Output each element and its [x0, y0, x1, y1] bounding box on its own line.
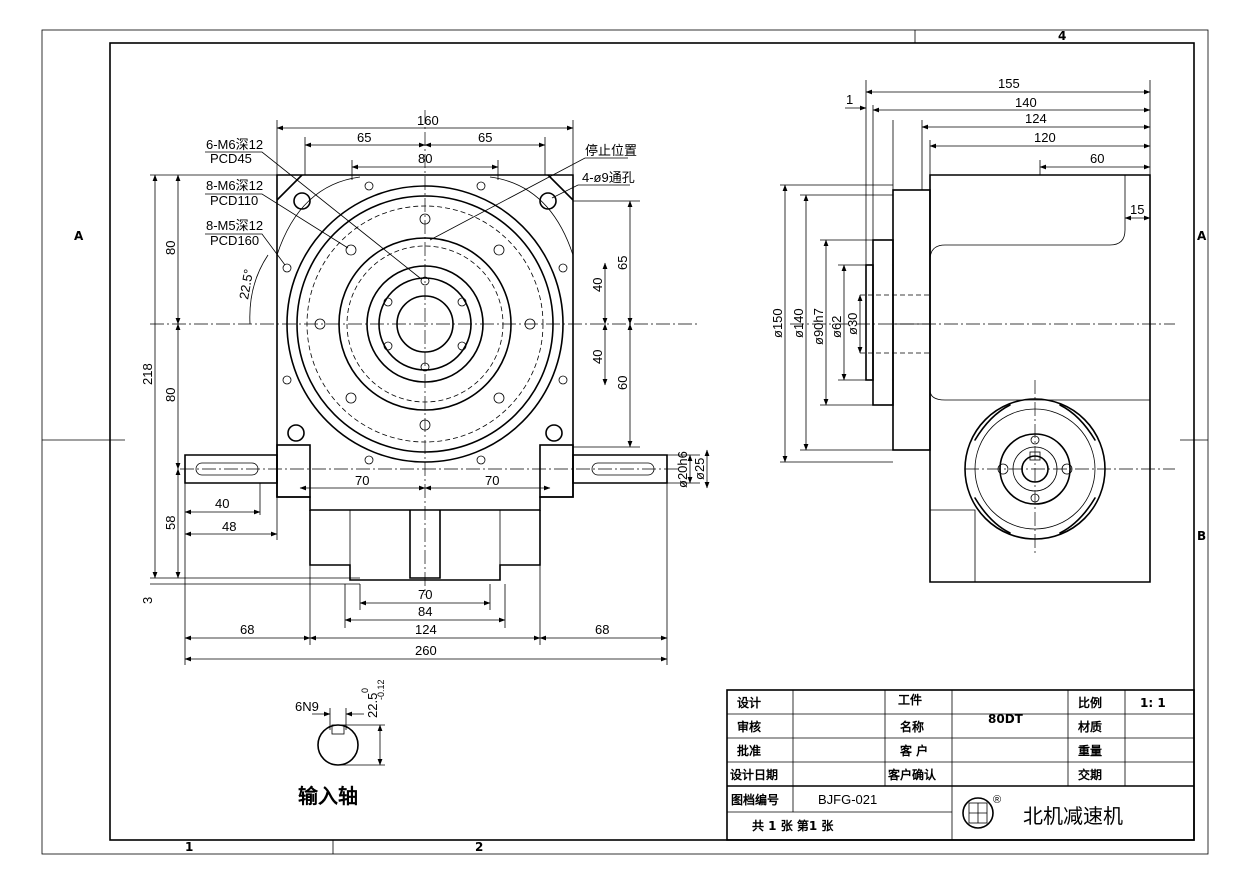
- tb-sheets: 共 1 张 第1 张: [752, 818, 834, 833]
- label-pcd110: PCD110: [210, 193, 258, 208]
- tb-model: 80DT: [988, 712, 1024, 726]
- tb-material: 材质: [1077, 719, 1102, 734]
- dim-218: 218: [140, 363, 155, 385]
- dim-120: 120: [1034, 130, 1056, 145]
- zone-label-top-4: 4: [1058, 29, 1066, 43]
- keyway-depth: 22.5: [365, 693, 380, 718]
- dim-260: 260: [415, 643, 437, 658]
- dim-o62: ø62: [829, 316, 844, 338]
- zone-label-bottom-1: 1: [185, 840, 193, 854]
- keyway-detail: 6N9 22.5 0 -0.12 输入轴: [295, 679, 386, 808]
- tb-drawing-no: BJFG-021: [818, 792, 877, 807]
- dim-o140: ø140: [791, 308, 806, 338]
- tb-customer: 客 户: [899, 743, 928, 758]
- dim-70-bottom: 70: [418, 587, 432, 602]
- side-view: 155 1 140 124 120 60 15 ø150 ø140 ø90h7 …: [770, 76, 1175, 583]
- keyway-tol-lower: -0.12: [376, 679, 386, 700]
- dim-o90h7: ø90h7: [811, 308, 826, 345]
- zone-label-right-b: B: [1197, 529, 1206, 543]
- keyway-tol-upper: 0: [360, 688, 370, 693]
- dim-68-right: 68: [595, 622, 609, 637]
- dim-15: 15: [1130, 202, 1144, 217]
- dim-3: 3: [140, 597, 155, 604]
- dim-155: 155: [998, 76, 1020, 91]
- company-name: 北机减速机: [1023, 804, 1123, 828]
- zone-label-right-a: A: [1197, 229, 1207, 243]
- dim-80-lower: 80: [163, 388, 178, 402]
- dim-o25: ø25: [692, 458, 707, 480]
- label-thru-holes: 4-ø9通孔: [582, 170, 635, 185]
- tb-design-date: 设计日期: [730, 767, 778, 782]
- tb-scale-label: 比例: [1078, 695, 1102, 710]
- dim-124-bottom: 124: [415, 622, 437, 637]
- dim-65-right-vertical: 65: [615, 256, 630, 270]
- tb-design: 设计: [737, 695, 761, 710]
- label-pcd45: PCD45: [210, 151, 252, 166]
- angle-22-5: 22.5°: [236, 268, 256, 301]
- tb-name-label: 名称: [900, 719, 924, 734]
- dim-70-left: 70: [355, 473, 369, 488]
- dim-o150: ø150: [770, 308, 785, 338]
- zone-label-left-a: A: [74, 229, 84, 243]
- tb-weight: 重量: [1078, 743, 1102, 758]
- dim-70-right: 70: [485, 473, 499, 488]
- dim-1: 1: [846, 92, 853, 107]
- label-pcd160: PCD160: [210, 233, 259, 248]
- dim-84: 84: [418, 604, 432, 619]
- label-6-m6: 6-M6深12: [206, 137, 263, 152]
- label-stop-position: 停止位置: [585, 143, 637, 158]
- tb-scale: 1: 1: [1140, 696, 1166, 710]
- registered-mark: ®: [993, 794, 1001, 806]
- tb-review: 审核: [737, 719, 761, 734]
- dim-48: 48: [222, 519, 236, 534]
- dim-80-upper: 80: [163, 241, 178, 255]
- tb-delivery: 交期: [1078, 767, 1102, 782]
- sheet-frame: A A B 4 1 2: [41, 29, 1209, 855]
- dim-65-left: 65: [357, 130, 371, 145]
- label-8-m5: 8-M5深12: [206, 218, 263, 233]
- dim-65-right: 65: [478, 130, 492, 145]
- title-block: 设计 审核 批准 设计日期 图档编号 BJFG-021 共 1 张 第1 张 工…: [726, 689, 1195, 841]
- tb-customer-confirm: 客户确认: [887, 767, 937, 782]
- keyway-width: 6N9: [295, 699, 319, 714]
- tb-part-label: 工件: [898, 692, 922, 707]
- tb-approve: 批准: [737, 743, 761, 758]
- dim-40-shaft: 40: [215, 496, 229, 511]
- dim-40-lower: 40: [590, 350, 605, 364]
- tb-drawing-no-label: 图档编号: [731, 792, 779, 807]
- dim-58: 58: [163, 516, 178, 530]
- dim-160: 160: [417, 113, 439, 128]
- dim-68-left: 68: [240, 622, 254, 637]
- company-logo-icon: [962, 797, 994, 829]
- input-shaft-title: 输入轴: [298, 784, 358, 808]
- front-view: 160 65 65 80 6-M6深12 PCD45 8-M6深12 PCD11…: [140, 110, 710, 665]
- dim-124: 124: [1025, 111, 1047, 126]
- dim-60-side: 60: [1090, 151, 1104, 166]
- dim-60: 60: [615, 376, 630, 390]
- label-8-m6: 8-M6深12: [206, 178, 263, 193]
- dim-40-upper: 40: [590, 278, 605, 292]
- dim-80: 80: [418, 151, 432, 166]
- dim-o30: ø30: [845, 313, 860, 335]
- zone-label-bottom-2: 2: [475, 840, 483, 854]
- dim-o20h6: ø20h6: [675, 451, 690, 488]
- dim-140: 140: [1015, 95, 1037, 110]
